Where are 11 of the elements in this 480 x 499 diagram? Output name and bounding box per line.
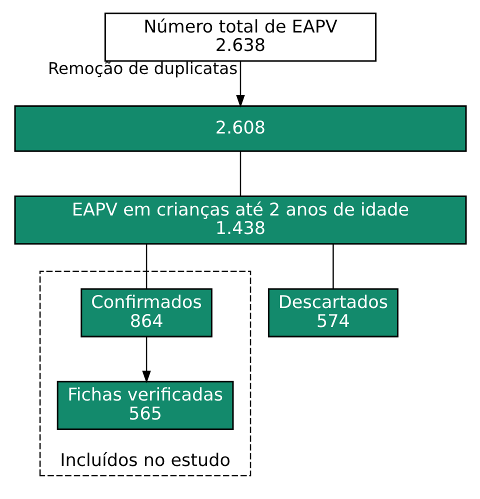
connector [239,151,241,196]
arrow [236,61,244,108]
node-box: Número total de EAPV 2.638 [104,12,376,62]
node-box: Fichas verificadas 565 [56,380,234,430]
node-box: Confirmados 864 [80,288,212,338]
connector [332,244,334,289]
connector [145,244,147,289]
node-box: EAPV em crianças até 2 anos de idade 1.438 [14,196,466,245]
node-box: 2.608 [14,105,466,152]
arrow [142,336,150,384]
node-box: Descartados 574 [267,288,398,338]
